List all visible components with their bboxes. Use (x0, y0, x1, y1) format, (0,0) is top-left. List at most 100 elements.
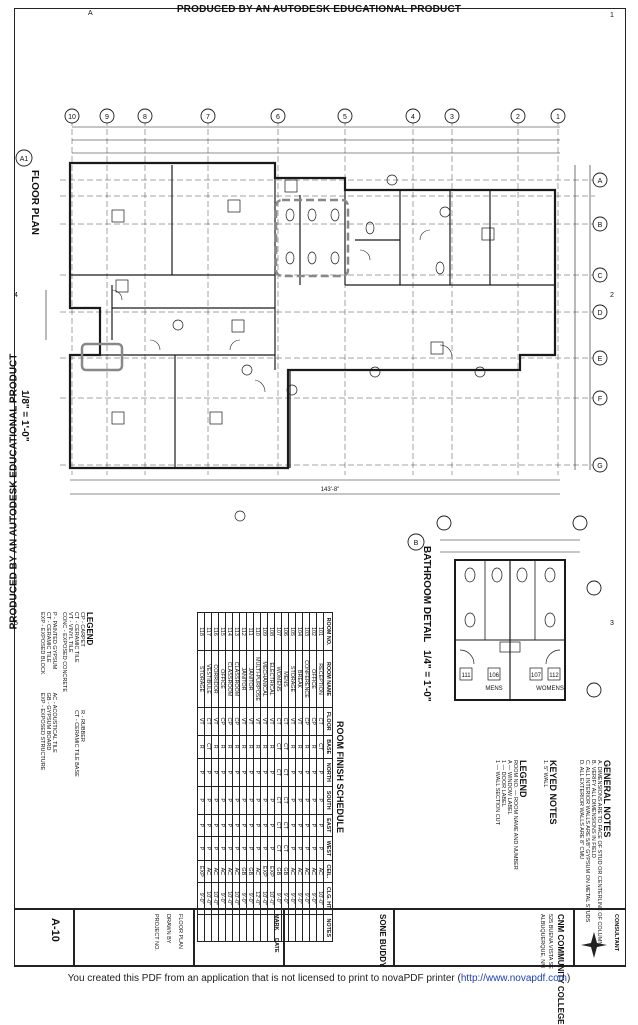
schedule-legend-title: LEGEND (85, 612, 94, 646)
symbol-legend-text: DOOR LABEL (500, 771, 506, 807)
schedule-column-header: ROOM NO. (323, 612, 333, 651)
schedule-cell: 112 (239, 612, 247, 651)
schedule-column-header: WEST (323, 836, 333, 861)
legend-floor-item: CONC - EXPOSED CONCRETE (61, 612, 67, 693)
symbol-legend-item: 1 — DOOR LABEL (500, 760, 506, 807)
schedule-cell: P (218, 758, 226, 787)
title-block: A-10 FLOOR PLAN DRAWN BY PROJECT NO. MAR… (14, 908, 626, 1025)
schedule-column-header: SOUTH (323, 786, 333, 815)
schedule-cell: P (302, 786, 310, 815)
schedule-cell: AC (288, 860, 296, 883)
schedule-cell: STORAGE (197, 650, 205, 708)
keyed-note: 1. 5" WALL (542, 760, 548, 788)
schedule-cell: P (211, 814, 219, 837)
consultant-cell: CONSULTANT (574, 909, 626, 967)
schedule-cell: P (246, 814, 254, 837)
schedule-cell: CT (204, 707, 212, 736)
schedule-cell: BREAK (295, 650, 303, 708)
footer-link[interactable]: http://www.novapdf.com (460, 973, 567, 984)
schedule-cell: CT (281, 735, 289, 759)
schedule-cell: CORRIDOR (211, 650, 219, 708)
drawn-by-label: DRAWN BY (165, 914, 171, 944)
schedule-cell: P (246, 758, 254, 787)
schedule-cell: CT (274, 836, 282, 861)
schedule-cell: CT (204, 735, 212, 759)
schedule-cell: R (211, 735, 219, 759)
schedule-cell: 114 (225, 612, 233, 651)
schedule-cell: 111 (246, 612, 254, 651)
schedule-cell: AC (309, 860, 317, 883)
schedule-cell: P (246, 786, 254, 815)
bathroom-tag-107: 107 (531, 673, 542, 679)
schedule-cell: MENS (281, 650, 289, 708)
legend-ceiling-item: EXP - EXPOSED STRUCTURE (39, 692, 45, 771)
schedule-cell: P (295, 836, 303, 861)
grid-label-5: 5 (343, 114, 347, 121)
schedule-cell: VT (197, 707, 205, 736)
legend-floor-item: VT - VINYL TILE (67, 612, 73, 653)
project-cell: SONE BUDDY (284, 909, 394, 967)
schedule-cell: P (309, 836, 317, 861)
schedule-cell: AC (218, 860, 226, 883)
schedule-cell: CP (225, 707, 233, 736)
legend-floor-item: CP - CARPET (79, 612, 85, 647)
schedule-cell: VT (288, 707, 296, 736)
schedule-cell: P (316, 758, 324, 787)
schedule-cell: CP (232, 707, 240, 736)
schedule-cell: P (239, 836, 247, 861)
schedule-cell: P (267, 758, 275, 787)
legend-walls-item: P - PAINTED GYPSUM (51, 612, 57, 670)
schedule-cell: GB (281, 860, 289, 883)
schedule-cell: 107 (274, 612, 282, 651)
schedule-cell: CT (281, 786, 289, 815)
grid-label-a: A (598, 178, 603, 185)
bathroom-tag-112: 112 (549, 673, 559, 679)
schedule-cell: AC (302, 860, 310, 883)
schedule-cell: 117 (204, 612, 212, 651)
symbol-legend-text: ROOM NAME AND NUMBER (512, 796, 518, 870)
schedule-cell: CT (281, 814, 289, 837)
consultant-label: CONSULTANT (613, 914, 619, 952)
bathroom-label-mens: MENS (485, 686, 502, 692)
schedule-cell: 105 (288, 612, 296, 651)
client-address: 525 BUENA VISTA SE (547, 914, 553, 969)
schedule-cell: JANITOR (246, 650, 254, 708)
schedule-cell: P (232, 758, 240, 787)
schedule-cell: P (232, 786, 240, 815)
schedule-cell: P (260, 758, 268, 787)
schedule-column-header: BASE (323, 735, 333, 759)
general-notes: GENERAL NOTES A. DIMENSIONS ARE TO FACE … (578, 760, 612, 945)
schedule-cell: OFFICE (309, 650, 317, 708)
schedule-cell: P (253, 786, 261, 815)
revision-cell: MARK DATE (194, 909, 284, 967)
schedule-cell: R (246, 735, 254, 759)
floor-plan-view-id: A1 (20, 156, 29, 163)
schedule-cell: P (204, 814, 212, 837)
grid-label-b: B (598, 222, 603, 229)
schedule-cell: VT (295, 707, 303, 736)
schedule-cell: EXP (197, 860, 205, 883)
schedule-column-header: ROOM NAME (323, 650, 333, 708)
schedule-cell: R (309, 735, 317, 759)
schedule-cell: R (225, 735, 233, 759)
sheet-number-cell: A-10 (14, 909, 74, 967)
schedule-cell: CT (274, 735, 282, 759)
schedule-cell: P (197, 814, 205, 837)
schedule-cell: GB (239, 860, 247, 883)
schedule-cell: P (288, 758, 296, 787)
schedule-cell: MECHANICAL (260, 650, 268, 708)
schedule-cell: P (218, 786, 226, 815)
grid-label-8: 8 (143, 114, 147, 121)
schedule-cell: CT (274, 814, 282, 837)
schedule-column-header: FLOOR (323, 707, 333, 736)
schedule-cell: P (239, 814, 247, 837)
schedule-cell: P (232, 814, 240, 837)
